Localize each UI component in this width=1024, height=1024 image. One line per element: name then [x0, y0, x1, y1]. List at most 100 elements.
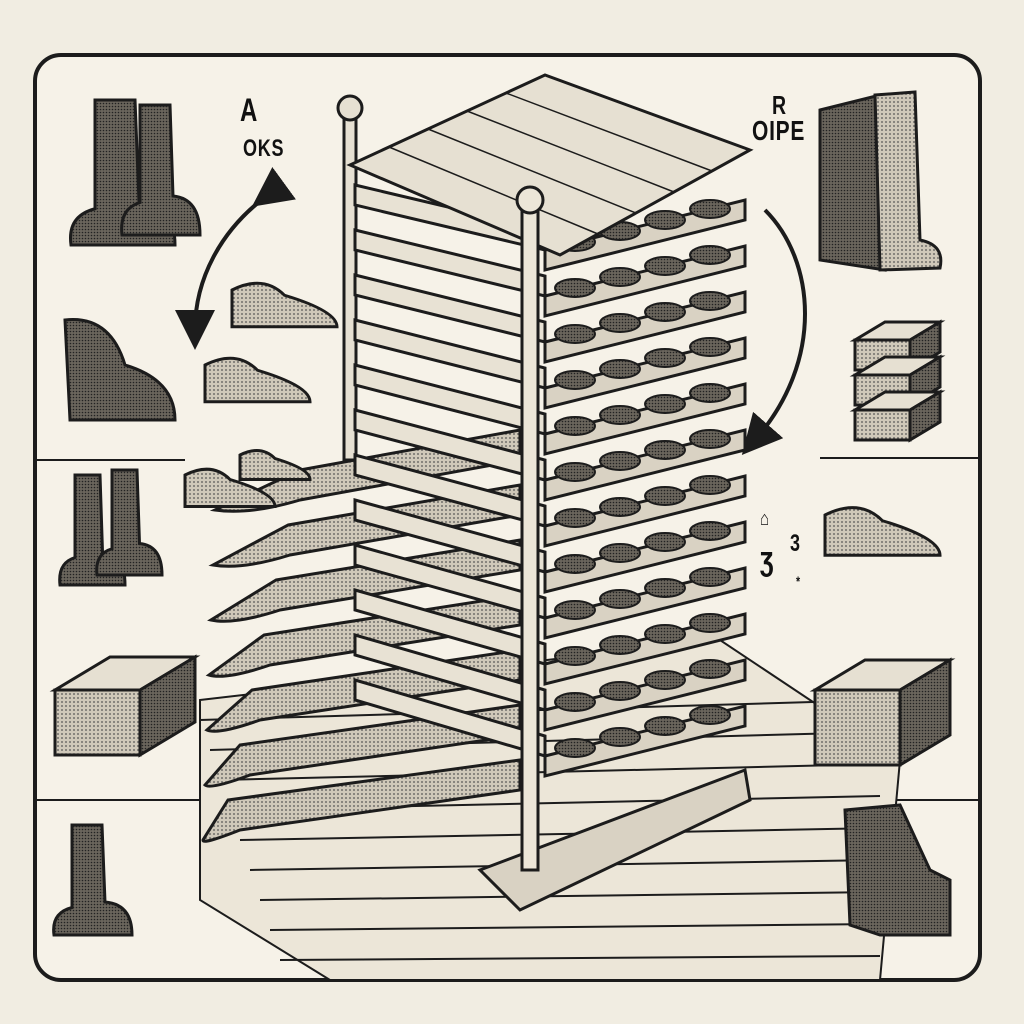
label-squiggle: ʒ	[760, 540, 775, 578]
shoe	[644, 440, 686, 460]
box-front	[813, 688, 902, 767]
shoe	[599, 451, 641, 471]
floor-plank	[279, 955, 881, 961]
label-r: R	[772, 90, 787, 120]
loafer	[63, 318, 177, 422]
slanted-board	[201, 758, 522, 843]
shoe	[689, 199, 731, 219]
shoe	[599, 543, 641, 563]
slanted-board	[207, 538, 522, 623]
shoe	[689, 245, 731, 265]
shoe	[554, 554, 596, 574]
shoe	[599, 635, 641, 655]
house-icon: ⌂	[760, 508, 770, 530]
tall-boot	[873, 90, 943, 272]
shoe	[644, 302, 686, 322]
shoe	[644, 394, 686, 414]
shoe	[599, 727, 641, 747]
shoe	[689, 475, 731, 495]
shelf-back	[353, 318, 547, 390]
shoe	[554, 416, 596, 436]
boot	[52, 823, 134, 937]
floor-plank	[259, 891, 881, 901]
sneaker	[823, 506, 942, 557]
shoe	[554, 646, 596, 666]
shoe	[644, 716, 686, 736]
shoe	[689, 429, 731, 449]
floor-plank	[239, 827, 881, 841]
shoe	[644, 256, 686, 276]
shoe	[689, 659, 731, 679]
shoe	[689, 383, 731, 403]
shoe	[599, 681, 641, 701]
shelf-back	[353, 228, 547, 298]
shelf-back	[353, 588, 547, 666]
shoe	[554, 600, 596, 620]
shoe	[644, 578, 686, 598]
shelf-back	[353, 677, 547, 759]
wood-grain	[466, 110, 675, 193]
shoe	[599, 405, 641, 425]
shoe	[599, 497, 641, 517]
front-post	[520, 203, 540, 872]
shoe	[644, 624, 686, 644]
shoe	[689, 567, 731, 587]
base-board	[477, 767, 752, 912]
shoe	[644, 210, 686, 230]
shoe	[554, 508, 596, 528]
sneaker	[238, 449, 312, 481]
shoe	[554, 462, 596, 482]
shoe	[554, 692, 596, 712]
arrow-right-icon	[741, 208, 807, 456]
sneaker	[183, 467, 277, 508]
label-a: A	[240, 92, 259, 128]
post-knob	[336, 94, 364, 122]
shoe	[554, 738, 596, 758]
post-knob	[515, 185, 545, 215]
wood-grain	[427, 128, 637, 214]
shoe	[599, 359, 641, 379]
shoe	[689, 705, 731, 725]
shoe	[554, 370, 596, 390]
shoe	[689, 613, 731, 633]
box-side	[898, 657, 952, 768]
label-3: 3	[790, 530, 801, 557]
label-oipe: OIPE	[752, 115, 806, 146]
shelf-back	[353, 363, 547, 436]
shoe	[554, 278, 596, 298]
boot	[95, 468, 164, 577]
shelf-back	[353, 408, 547, 482]
shoe	[644, 486, 686, 506]
heeled-shoe	[843, 803, 952, 937]
shoe	[644, 670, 686, 690]
shoe	[599, 313, 641, 333]
shelf-back	[353, 273, 547, 344]
label-oks: OKS	[243, 135, 285, 162]
shoe-boxes	[49, 319, 956, 768]
shoe	[599, 589, 641, 609]
box-side	[908, 389, 942, 443]
rotation-arrows	[175, 167, 807, 456]
shelf-back	[353, 543, 547, 620]
box-side	[138, 654, 197, 758]
shoe-rack-tower	[201, 73, 754, 912]
sneaker	[203, 356, 312, 404]
shoe	[689, 291, 731, 311]
shelf-back	[353, 633, 547, 712]
shoe	[599, 267, 641, 287]
top-board	[346, 73, 754, 257]
shelf-back	[353, 453, 547, 528]
box-front	[853, 408, 912, 442]
shoe	[644, 348, 686, 368]
shoe	[644, 532, 686, 552]
arrow-left-icon	[175, 167, 296, 350]
label-star: *	[796, 573, 801, 589]
box-front	[53, 688, 142, 757]
shelf-back	[353, 498, 547, 574]
wood-grain	[505, 92, 713, 172]
shoe	[689, 521, 731, 541]
floor-plank	[269, 923, 881, 931]
shoe	[689, 337, 731, 357]
